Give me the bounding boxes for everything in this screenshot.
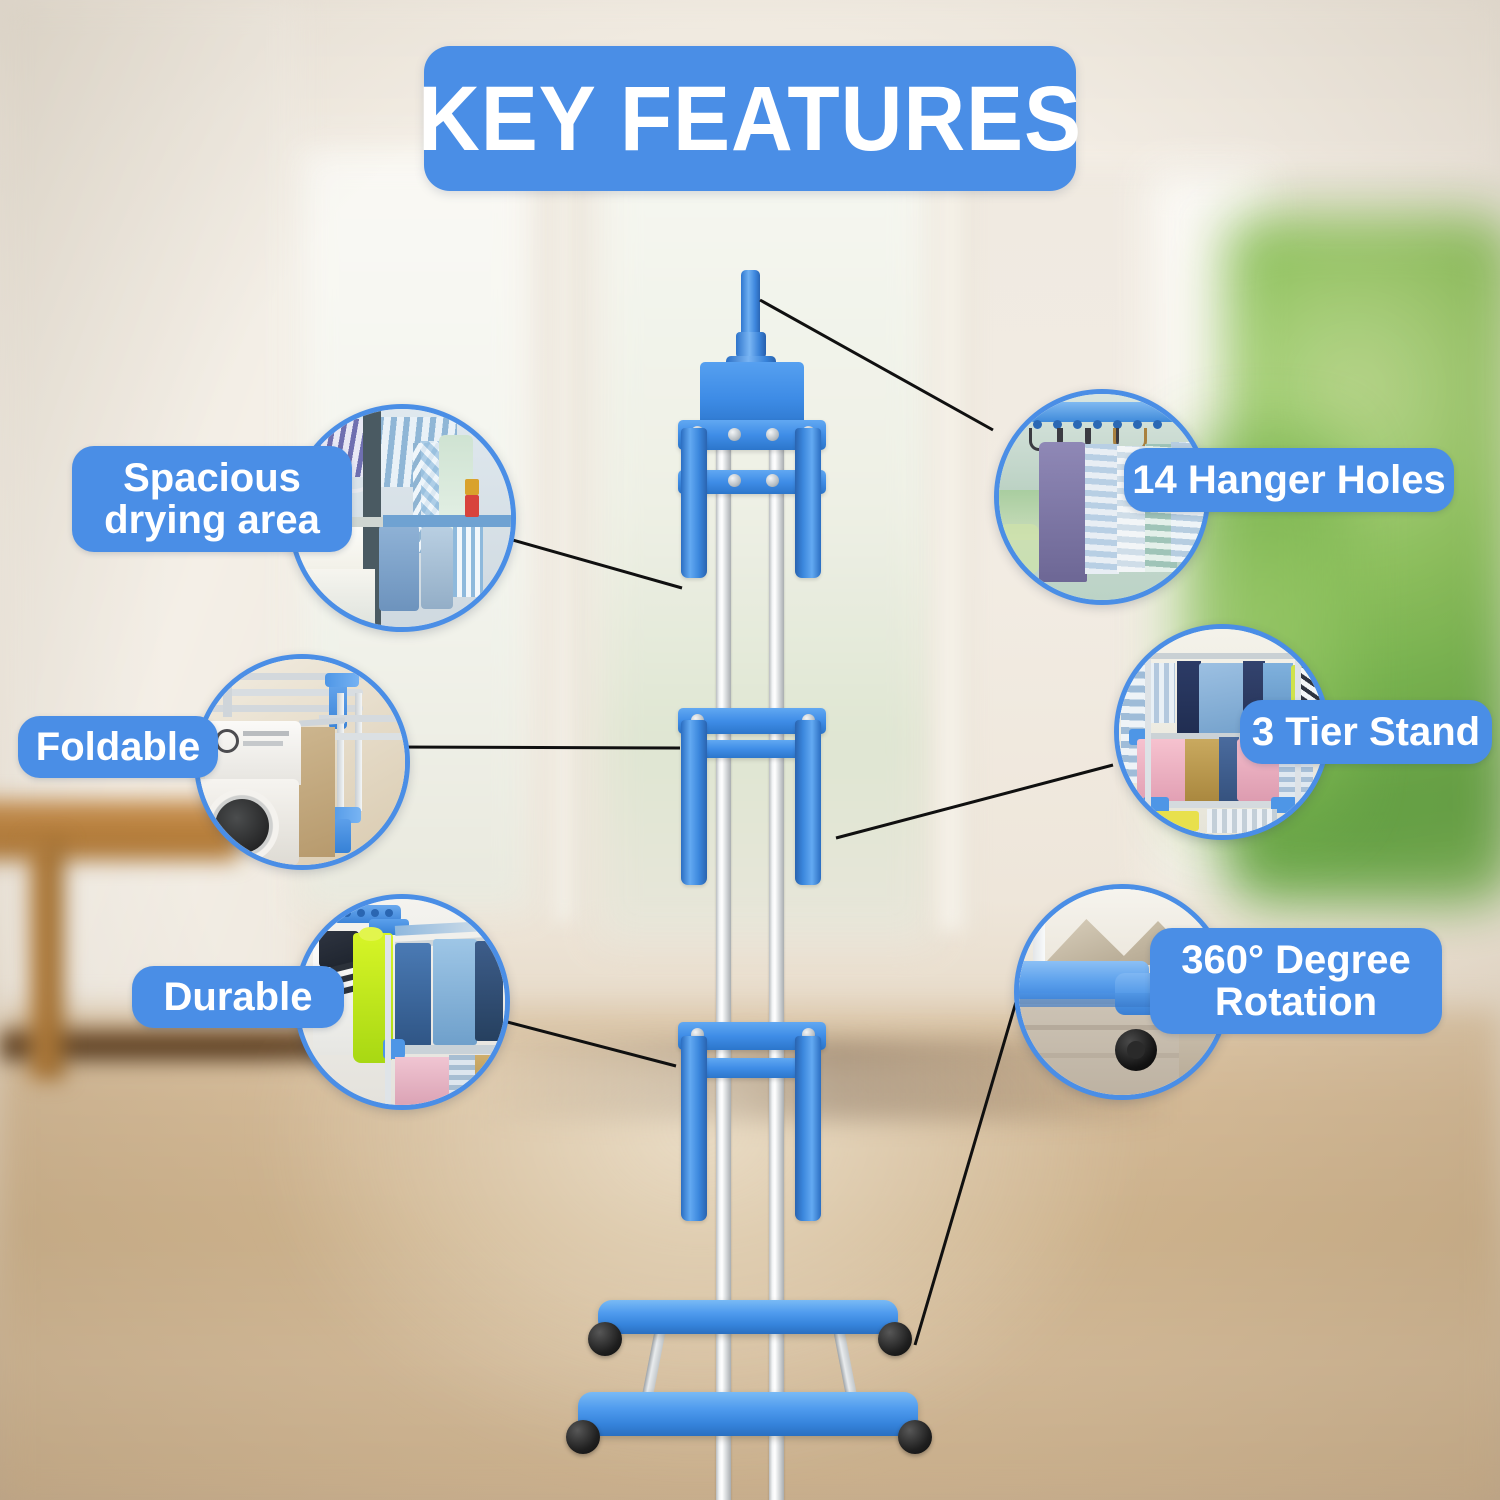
rack-front-foot bbox=[578, 1392, 918, 1436]
feature-label-foldable: Foldable bbox=[18, 716, 218, 778]
page-title-banner: KEY FEATURES bbox=[418, 46, 1081, 191]
rack-rear-foot bbox=[598, 1300, 898, 1334]
feature-label-hanger-holes: 14 Hanger Holes bbox=[1124, 448, 1454, 512]
caster-wheel bbox=[878, 1322, 912, 1356]
page-title: KEY FEATURES bbox=[417, 67, 1083, 170]
caster-wheel bbox=[588, 1322, 622, 1356]
feature-label-durable: Durable bbox=[132, 966, 344, 1028]
caster-wheel bbox=[898, 1420, 932, 1454]
feature-label-rotation: 360° Degree Rotation bbox=[1150, 928, 1442, 1034]
feature-label-spacious-drying-area: Spacious drying area bbox=[72, 446, 352, 552]
rack-top-post bbox=[741, 270, 760, 338]
feature-label-three-tier-stand: 3 Tier Stand bbox=[1240, 700, 1492, 764]
product-drying-rack bbox=[540, 270, 960, 1500]
feature-photo-foldable bbox=[194, 654, 410, 870]
caster-wheel bbox=[566, 1420, 600, 1454]
feature-photo-rotation bbox=[1014, 884, 1230, 1100]
